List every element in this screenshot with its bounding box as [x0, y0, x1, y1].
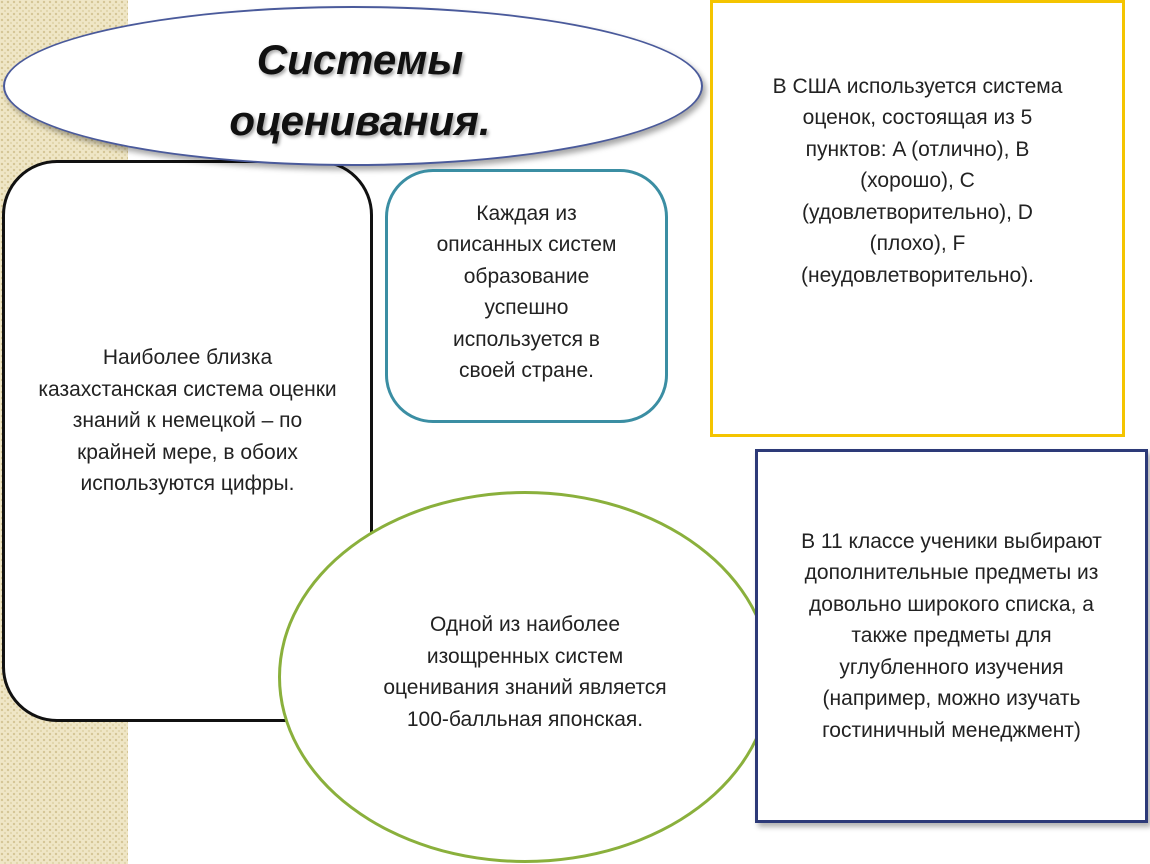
usa-box: В США используется система оценок, состо…	[710, 0, 1125, 437]
kazakhstan-text: Наиболее близка казахстанская система оц…	[38, 346, 337, 496]
each-system-text: Каждая из описанных систем образование у…	[436, 201, 617, 383]
usa-text: В США используется система оценок, состо…	[772, 74, 1063, 287]
japan-circle: Одной из наиболее изощренных систем оцен…	[278, 491, 772, 863]
title-ellipse	[3, 6, 703, 166]
each-system-box: Каждая из описанных систем образование у…	[385, 169, 668, 423]
page-title: Системы оценивания.	[229, 36, 491, 144]
japan-text: Одной из наиболее изощренных систем оцен…	[383, 613, 667, 731]
grade11-text: В 11 классе ученики выбирают дополнитель…	[801, 529, 1102, 742]
grade11-box: В 11 классе ученики выбирают дополнитель…	[755, 449, 1148, 823]
